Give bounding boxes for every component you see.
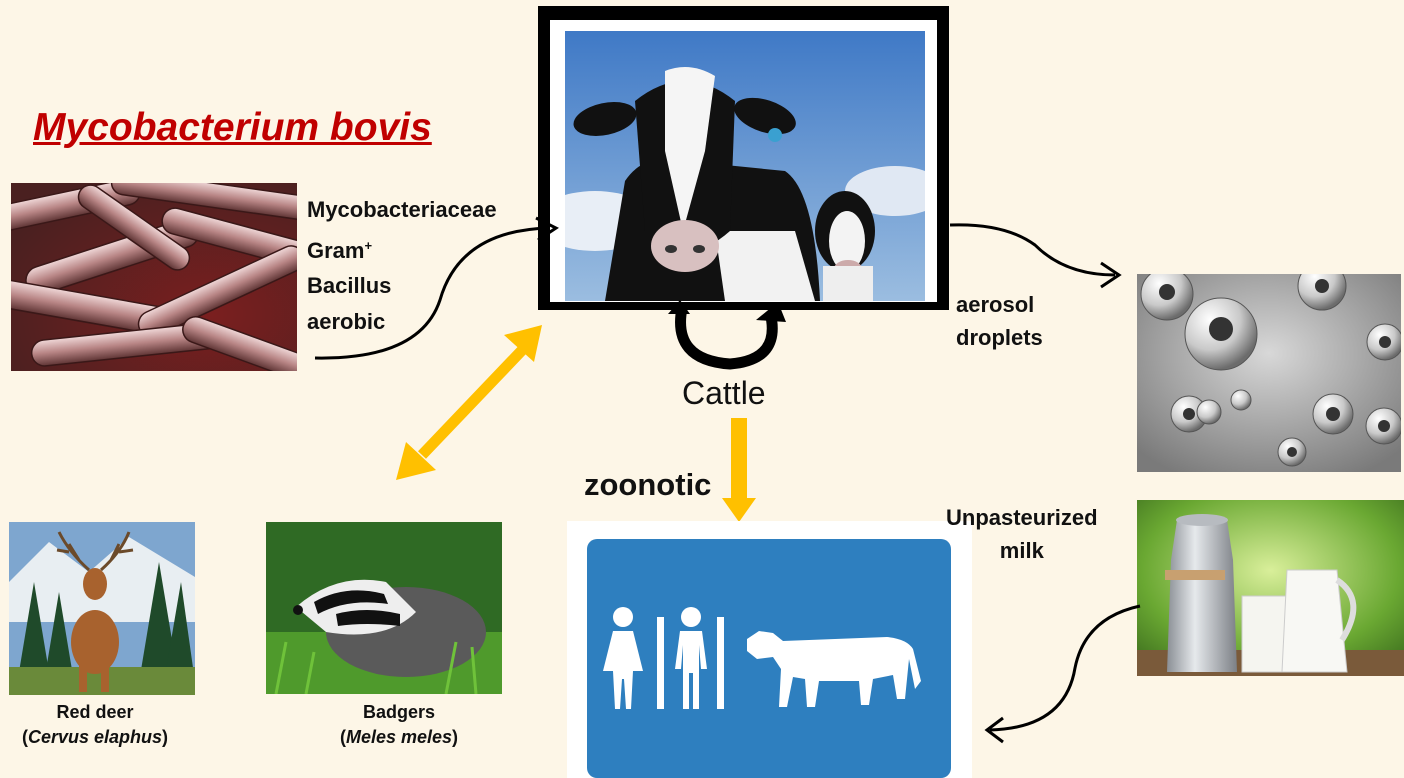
badger-latin: (Meles meles) (304, 725, 494, 750)
aerosol-droplets-image (1137, 274, 1401, 472)
cattle-wildlife-double-arrow (392, 320, 552, 485)
red-deer-image (9, 522, 195, 695)
cattle-photo-frame (538, 6, 949, 310)
cattle-to-human-arrow (722, 418, 756, 524)
badger-name: Badgers (304, 700, 494, 725)
person-cow-pictogram (587, 539, 951, 778)
red-deer-name: Red deer (0, 700, 190, 725)
bacteria-image (11, 183, 297, 371)
milk-image (1137, 500, 1404, 676)
cattle-label: Cattle (682, 375, 766, 412)
badger-image (266, 522, 502, 694)
aerosol-label: aerosol droplets (956, 288, 1043, 354)
cattle-to-aerosol-arrow (945, 215, 1130, 295)
cattle-photo (565, 31, 925, 301)
diagram-title: Mycobacterium bovis (33, 106, 432, 150)
zoonotic-label: zoonotic (584, 467, 711, 503)
milk-label: Unpasteurized milk (946, 501, 1098, 567)
milk-to-human-arrow (975, 598, 1145, 748)
red-deer-latin: (Cervus elaphus) (0, 725, 190, 750)
red-deer-caption: Red deer (Cervus elaphus) (0, 700, 190, 750)
self-loop-arrow (660, 300, 800, 372)
zoonotic-sign (567, 521, 972, 778)
badger-caption: Badgers (Meles meles) (304, 700, 494, 750)
